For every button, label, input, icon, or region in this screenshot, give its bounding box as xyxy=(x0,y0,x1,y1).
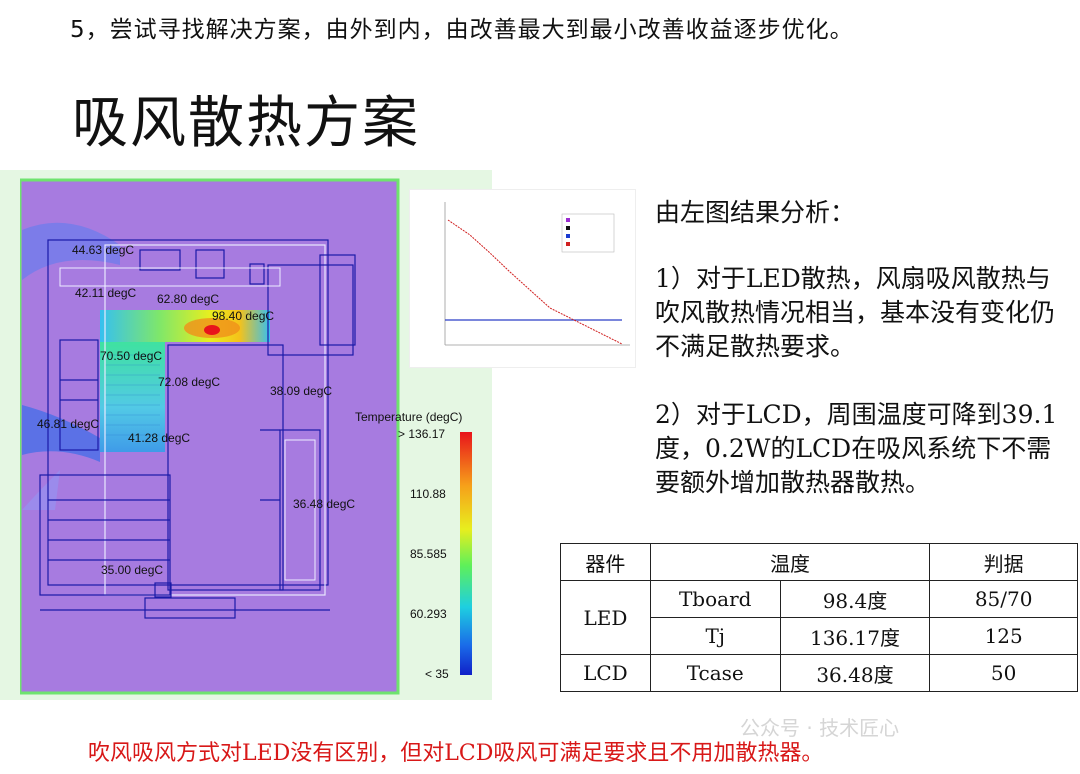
slide-title: 吸风散热方案 xyxy=(72,91,420,156)
legend-title: Temperature (degC) xyxy=(355,410,462,424)
sim-label: 72.08 degC xyxy=(158,375,220,389)
comparison-chart-thumbnail xyxy=(410,190,635,367)
table-row: Tj 136.17度 125 xyxy=(561,617,1078,655)
table-cell: LED xyxy=(560,580,651,655)
analysis-point-lcd: 2）对于LCD，周围温度可降到39.1度，0.2W的LCD在吸风系统下不需要额外… xyxy=(655,400,1058,497)
legend-tick: 110.88 xyxy=(410,487,446,501)
table-cell: Tboard xyxy=(649,580,781,618)
sim-label: 70.50 degC xyxy=(100,349,162,363)
table-cell: LCD xyxy=(560,654,651,692)
table-cell: 98.4度 xyxy=(779,580,931,618)
sim-label: 62.80 degC xyxy=(157,292,219,306)
thermal-simulation-figure: 44.63 degC 42.11 degC 62.80 degC 98.40 d… xyxy=(0,170,472,700)
watermark: 公众号 · 技术匠心 xyxy=(740,716,900,740)
conclusion-text: 吹风吸风方式对LED没有区别，但对LCD吸风可满足要求且不用加散热器。 xyxy=(88,741,824,766)
table-header: 判据 xyxy=(929,543,1078,581)
table-cell: 36.48度 xyxy=(779,654,931,692)
sim-label: 38.09 degC xyxy=(270,384,332,398)
table-cell: Tcase xyxy=(649,654,781,692)
temperature-color-scale xyxy=(460,432,472,675)
table-header: 温度 xyxy=(649,543,931,581)
sim-label: 44.63 degC xyxy=(72,243,134,257)
table-cell: 125 xyxy=(929,617,1078,655)
sim-label: 35.00 degC xyxy=(101,563,163,577)
legend-tick: > 136.17 xyxy=(398,427,445,441)
table-header: 器件 xyxy=(560,543,651,581)
table-cell: 50 xyxy=(929,654,1078,692)
table-cell: 85/70 xyxy=(929,580,1078,618)
legend-tick: 85.585 xyxy=(410,547,447,561)
sim-label: 98.40 degC xyxy=(212,309,274,323)
table-cell: 136.17度 xyxy=(779,617,931,655)
legend-tick: 60.293 xyxy=(410,607,447,621)
sim-label: 36.48 degC xyxy=(293,497,355,511)
table-row: LCD Tcase 36.48度 50 xyxy=(560,654,1078,692)
step-text: 5，尝试寻找解决方案，由外到内，由改善最大到最小改善收益逐步优化。 xyxy=(70,17,854,43)
analysis-point-led: 1）对于LED散热，风扇吸风散热与吹风散热情况相当，基本没有变化仍不满足散热要求… xyxy=(655,264,1056,361)
table-header-row: 器件 温度 判据 xyxy=(560,543,1078,581)
results-table: 器件 温度 判据 LED Tboard 98.4度 85/70 Tj 136.1… xyxy=(560,543,1078,692)
legend-tick: < 35 xyxy=(425,667,449,681)
sim-label: 42.11 degC xyxy=(75,286,136,300)
analysis-heading: 由左图结果分析： xyxy=(655,198,856,227)
sim-label: 41.28 degC xyxy=(128,431,190,445)
sim-label: 46.81 degC xyxy=(37,417,99,431)
table-cell: Tj xyxy=(649,617,781,655)
table-row: LED Tboard 98.4度 85/70 xyxy=(560,580,1078,655)
